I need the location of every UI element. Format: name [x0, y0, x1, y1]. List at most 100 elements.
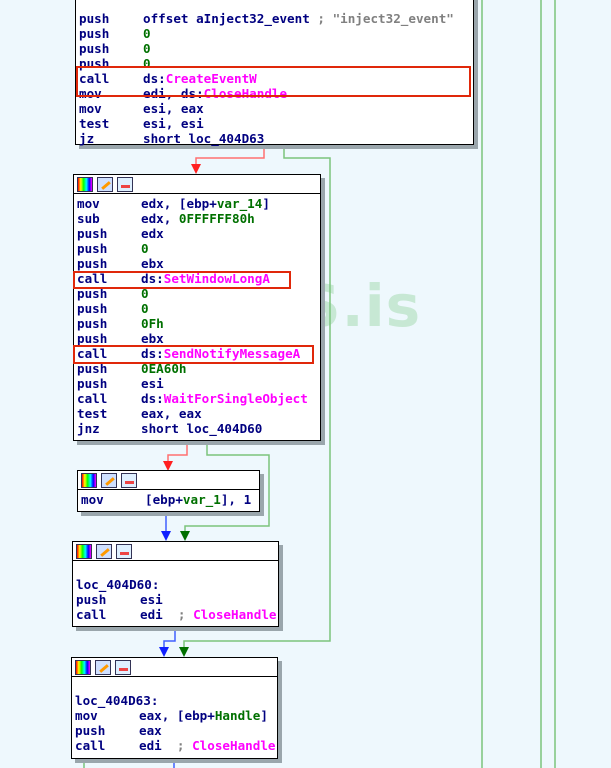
mnemonic: sub	[77, 211, 100, 226]
api-name: WaitForSingleObject	[163, 391, 308, 406]
block-header	[78, 471, 259, 490]
comment-separator: ;	[170, 607, 194, 622]
color-palette-icon[interactable]	[76, 544, 92, 559]
graph-icon[interactable]	[117, 177, 133, 192]
edit-pencil-icon[interactable]	[96, 544, 112, 559]
mnemonic: jz	[79, 131, 95, 146]
operand: ebx	[141, 331, 164, 346]
mnemonic: push	[77, 331, 108, 346]
operand-number: var_14	[216, 196, 263, 211]
instruction-row[interactable]: push 0	[77, 286, 317, 301]
operand-suffix: ]	[260, 708, 268, 723]
operand-number: 0	[141, 286, 149, 301]
block-header	[74, 175, 320, 194]
operand: ds:	[141, 271, 164, 286]
instruction-row[interactable]: test esi, esi	[79, 116, 470, 131]
operand: edx,	[141, 211, 179, 226]
edit-pencil-icon[interactable]	[101, 473, 117, 488]
mnemonic: test	[79, 116, 110, 131]
arrow-red	[191, 164, 201, 174]
arrow-blue	[161, 531, 171, 541]
mnemonic: push	[76, 592, 107, 607]
location-label[interactable]: loc_404D60:	[76, 577, 160, 592]
operand: edx, [ebp+	[141, 196, 217, 211]
operand: edi, ds:	[143, 86, 204, 101]
graph-icon[interactable]	[116, 544, 132, 559]
operand-number: Handle	[214, 708, 261, 723]
mnemonic: mov	[79, 86, 102, 101]
edit-pencil-icon[interactable]	[95, 660, 111, 675]
mnemonic: push	[79, 11, 110, 26]
instruction-row[interactable]: push 0	[77, 301, 317, 316]
location-label[interactable]: loc_404D63:	[75, 693, 159, 708]
code-block-3[interactable]: mov[ebp+var_1], 1	[77, 470, 260, 512]
color-palette-icon[interactable]	[81, 473, 97, 488]
instruction-row[interactable]: call edi ; CloseHandle	[76, 607, 277, 622]
operand-suffix: ], 1	[220, 492, 252, 507]
mnemonic: jnz	[77, 421, 100, 436]
block-header	[72, 658, 277, 677]
arrow-red	[163, 461, 173, 471]
highlight-createevent	[76, 66, 471, 97]
mnemonic: push	[77, 361, 108, 376]
color-palette-icon[interactable]	[77, 177, 93, 192]
comment: "inject32_event"	[332, 11, 454, 26]
instruction-row[interactable]: push ebx	[77, 331, 317, 346]
mnemonic: push	[77, 316, 108, 331]
api-name: CreateEventW	[165, 71, 257, 86]
mnemonic: push	[77, 286, 108, 301]
block-header	[73, 542, 278, 561]
edge-uncond-2	[163, 627, 176, 652]
instruction-row[interactable]: mov[ebp+var_1], 1	[81, 492, 256, 507]
operand-number: 0	[141, 301, 149, 316]
mnemonic: call	[77, 346, 108, 361]
mnemonic: call	[76, 607, 107, 622]
color-palette-icon[interactable]	[75, 660, 91, 675]
operand-number: 0	[143, 26, 151, 41]
highlight-setwindowlong	[73, 271, 291, 289]
comment: CloseHandle	[193, 607, 277, 622]
mnemonic: call	[77, 391, 108, 406]
graph-icon[interactable]	[115, 660, 131, 675]
arrow-green	[179, 647, 189, 657]
mnemonic: push	[77, 301, 108, 316]
comment-separator: ;	[169, 738, 193, 753]
graph-icon[interactable]	[121, 473, 137, 488]
operand: esi, esi	[143, 116, 204, 131]
mnemonic: mov	[81, 492, 104, 507]
mnemonic: push	[77, 256, 108, 271]
operand: edi	[140, 607, 171, 622]
edit-pencil-icon[interactable]	[97, 177, 113, 192]
operand-suffix: ]	[262, 196, 270, 211]
mnemonic: push	[79, 41, 110, 56]
